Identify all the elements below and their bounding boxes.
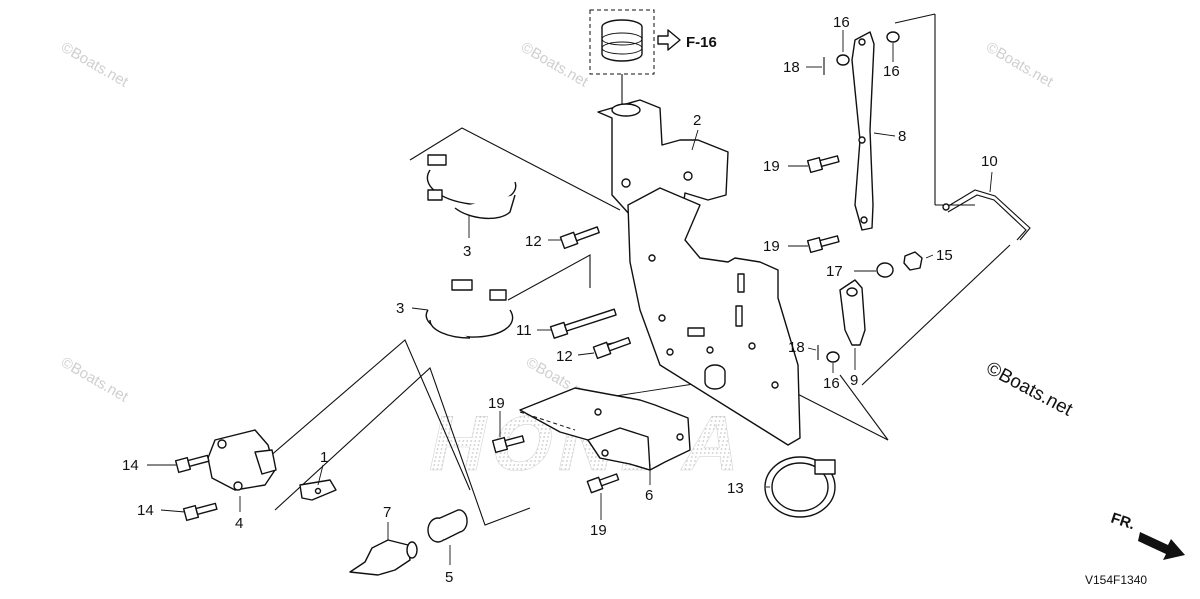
- callout-10: 10: [981, 153, 998, 170]
- reference-label: F-16: [686, 34, 717, 51]
- callout-13: 13: [727, 480, 744, 497]
- callout-14: 14: [137, 502, 154, 519]
- callout-3: 3: [463, 243, 471, 260]
- clamp-part-13: [764, 456, 836, 518]
- callouts: 1 2 3 3 4 5 6 7 8 9 10 11 12 12 13 14 14…: [122, 14, 998, 586]
- callout-12: 12: [525, 233, 542, 250]
- callout-19: 19: [590, 522, 607, 539]
- callout-16: 16: [833, 14, 850, 31]
- callout-18: 18: [783, 59, 800, 76]
- link-plate-part-9: [839, 279, 866, 346]
- callout-8: 8: [898, 128, 906, 145]
- reference-box: F-16: [589, 9, 717, 115]
- watermark-text: ©Boats.net: [518, 39, 592, 91]
- callout-15: 15: [936, 247, 953, 264]
- diagram-code: V154F1340: [1085, 573, 1147, 587]
- plate-part-1: [299, 479, 337, 501]
- bolt-14-lower: [182, 502, 218, 522]
- arrow-icon: [1138, 532, 1185, 560]
- bolt-19-stay-upper: [806, 155, 840, 174]
- rod-part-10: [942, 189, 1031, 241]
- callout-11: 11: [516, 322, 532, 339]
- callout-1: 1: [320, 449, 328, 466]
- clamp-part-3-lower: [425, 279, 514, 339]
- pin-part-7: [349, 539, 418, 576]
- washer-16-c: [826, 351, 840, 363]
- callout-leaders: [147, 30, 993, 565]
- leader-lines: [253, 13, 1011, 526]
- washer-16-a: [836, 54, 850, 66]
- callout-16: 16: [883, 63, 900, 80]
- callout-19: 19: [763, 238, 780, 255]
- bolt-14-upper: [174, 454, 210, 474]
- bolt-19-lower: [586, 473, 620, 494]
- washer-17: [876, 262, 894, 278]
- callout-3: 3: [396, 300, 404, 317]
- watermark-text: ©Boats.net: [58, 354, 132, 406]
- main-bracket: [627, 187, 801, 446]
- callout-7: 7: [383, 504, 391, 521]
- bolt-12-upper: [559, 226, 600, 250]
- stay-part-8: [851, 31, 875, 231]
- callout-17: 17: [826, 263, 843, 280]
- callout-14: 14: [122, 457, 139, 474]
- bolt-19-mount: [491, 435, 525, 454]
- direction-label: FR.: [1109, 510, 1137, 534]
- callout-2: 2: [693, 112, 701, 129]
- callout-9: 9: [850, 372, 858, 389]
- collar-part-5: [427, 509, 468, 543]
- sensor-part-4: [207, 429, 277, 491]
- callout-12: 12: [556, 348, 573, 365]
- callout-6: 6: [645, 487, 653, 504]
- bracket-part-2: [597, 99, 729, 227]
- callout-19: 19: [488, 395, 505, 412]
- callout-4: 4: [235, 515, 243, 532]
- clamp-part-3-upper: [426, 154, 517, 219]
- watermark-text: ©Boats.net: [58, 39, 132, 91]
- callout-5: 5: [445, 569, 453, 586]
- bolt-12-lower: [592, 336, 632, 360]
- bolt-11: [549, 308, 617, 339]
- bolt-group: [174, 155, 840, 522]
- watermark-text: ©Boats.net: [983, 39, 1057, 91]
- direction-indicator: FR.: [1109, 510, 1185, 560]
- small-hardware: [817, 31, 923, 363]
- callout-16: 16: [823, 375, 840, 392]
- nut-15: [903, 251, 923, 271]
- bolt-19-stay-lower: [806, 235, 840, 254]
- washer-16-b: [886, 31, 900, 43]
- callout-18: 18: [788, 339, 805, 356]
- brand-credit: ©Boats.net: [983, 358, 1077, 421]
- callout-19: 19: [763, 158, 780, 175]
